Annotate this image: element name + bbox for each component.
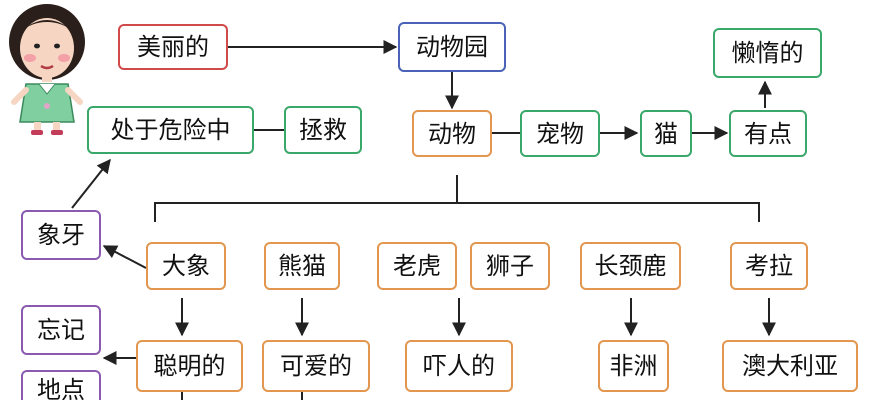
node-kaola: 考拉 [730,242,808,290]
node-zhengjiu: 拯救 [284,106,362,154]
node-laohu: 老虎 [377,242,457,290]
node-landuo: 懒惰的 [713,28,822,78]
node-xiangya: 象牙 [21,210,101,260]
node-feizhou: 非洲 [598,340,669,392]
node-chongwu: 宠物 [520,110,600,157]
node-shizi: 狮子 [470,242,550,290]
arrow-ivory-to-danger [71,158,111,209]
node-wangji: 忘记 [21,305,101,355]
node-dongwuyuan: 动物园 [398,22,506,72]
node-daxiang: 大象 [146,242,226,290]
girl-avatar-icon [9,4,85,135]
node-xiaren: 吓人的 [405,340,513,392]
bracket-animals [154,202,760,222]
node-aodaliya: 澳大利亚 [722,340,858,392]
node-dongwu: 动物 [412,110,492,157]
node-mao: 猫 [640,110,692,157]
node-congming: 聪明的 [136,340,243,392]
node-xiongmao: 熊猫 [264,242,340,290]
node-meili: 美丽的 [118,24,228,70]
node-changjinglu: 长颈鹿 [580,242,681,290]
arrow-elephant-to-ivory [102,245,147,269]
node-chuyu: 处于危险中 [87,106,254,154]
node-youdian: 有点 [729,110,807,157]
node-didian: 地点 [21,370,101,400]
node-keai: 可爱的 [262,340,370,392]
